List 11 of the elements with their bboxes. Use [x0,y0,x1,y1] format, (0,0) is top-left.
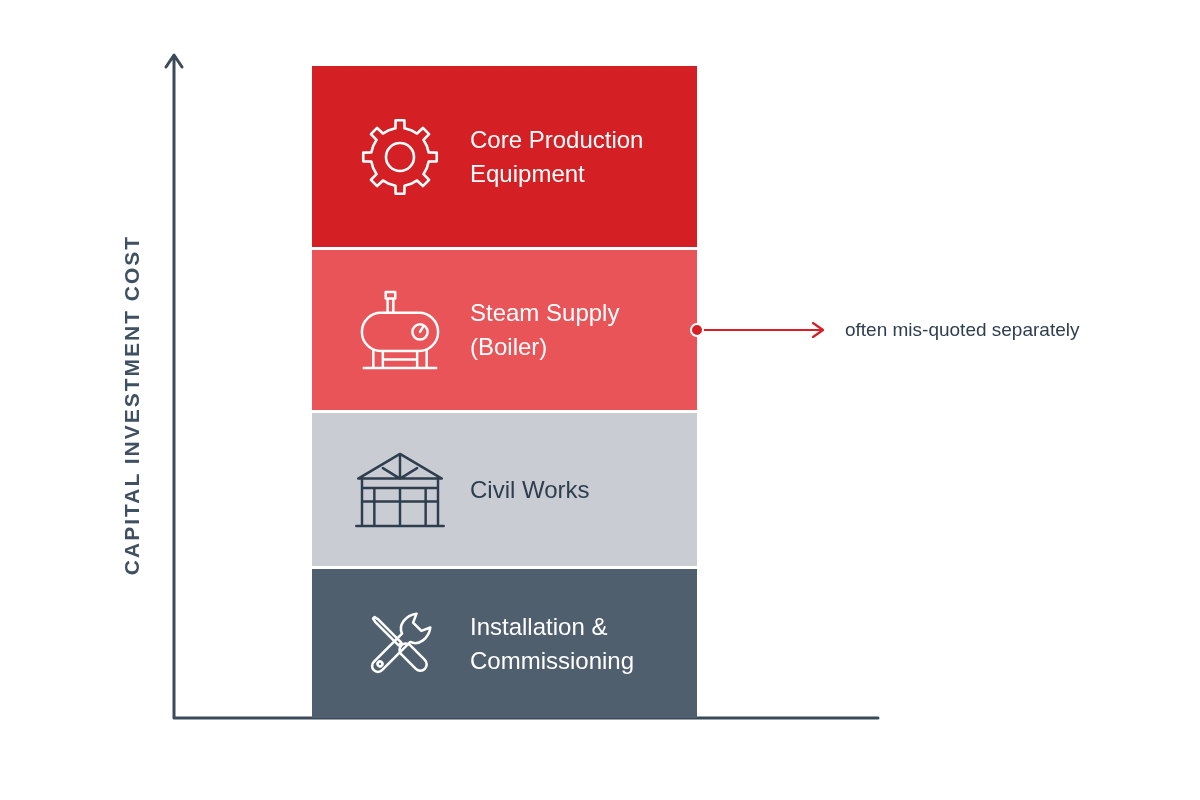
segment-label: Steam Supply (Boiler) [470,298,621,362]
arrow [690,321,825,339]
cost-segment [312,569,697,718]
segment-label: Core Production Equipment [470,124,645,189]
cost-segment [312,413,697,566]
segment-label: Installation & Commissioning [470,611,636,676]
cost-segment [312,66,697,247]
segment-label: Civil Works [470,474,591,505]
axis-title: CAPITAL INVESTMENT COST [120,234,144,576]
annotation-text: often mis-quoted separately [845,316,1080,344]
cost-segment [312,250,697,410]
